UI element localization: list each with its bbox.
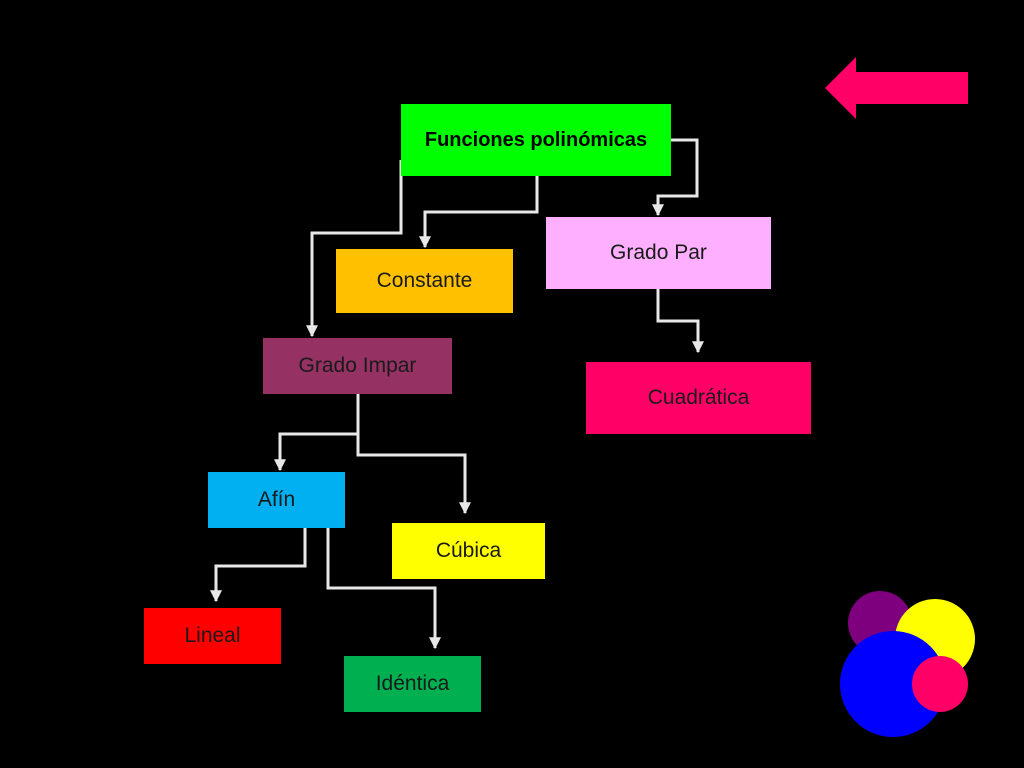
node-grado-impar: Grado Impar xyxy=(263,338,452,394)
node-identica: Idéntica xyxy=(344,656,481,712)
connector-root-grado-par xyxy=(652,138,699,217)
node-label: Cúbica xyxy=(435,539,502,562)
connector-grado-impar-cubica xyxy=(356,394,471,515)
connector-afin-identica xyxy=(326,528,441,650)
node-label: Grado Impar xyxy=(298,354,417,377)
node-lineal: Lineal xyxy=(144,608,281,664)
node-funciones-polinomicas: Funciones polinómicas xyxy=(401,104,671,176)
connector-grado-par-cuadratica xyxy=(656,289,704,354)
node-label: Afín xyxy=(257,488,296,511)
node-afin: Afín xyxy=(208,472,345,528)
node-cuadratica: Cuadrática xyxy=(586,362,811,434)
node-label: Idéntica xyxy=(375,672,450,695)
node-cubica: Cúbica xyxy=(392,523,545,579)
connector-root-grado-impar xyxy=(306,160,403,338)
back-arrow-icon[interactable] xyxy=(825,57,968,119)
node-label: Constante xyxy=(376,269,473,292)
node-label: Funciones polinómicas xyxy=(424,128,648,151)
connector-afin-lineal xyxy=(210,528,307,603)
connector-grado-impar-afin xyxy=(274,394,360,472)
node-label: Lineal xyxy=(184,624,241,647)
node-label: Grado Par xyxy=(610,241,707,264)
node-label: Cuadrática xyxy=(647,386,750,409)
connector-root-constante xyxy=(419,176,539,249)
node-grado-par: Grado Par xyxy=(546,217,771,289)
node-constante: Constante xyxy=(336,249,513,313)
